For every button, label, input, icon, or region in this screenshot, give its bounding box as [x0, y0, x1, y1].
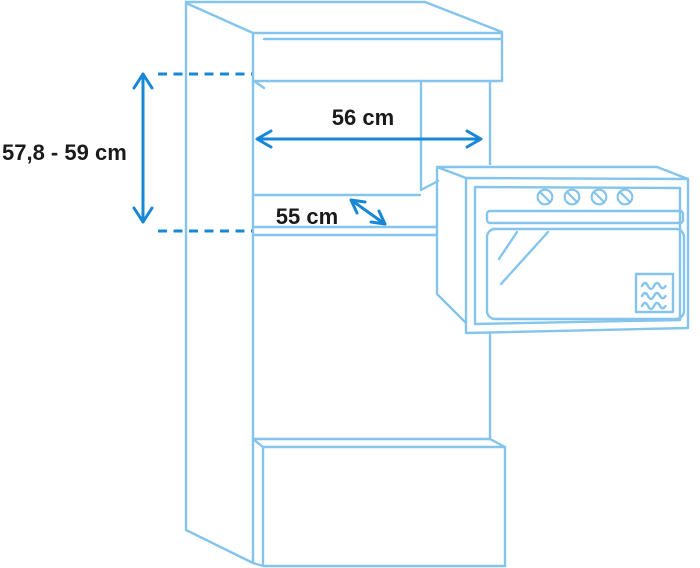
oven-front-frame [464, 176, 690, 335]
oven-knobs-icon [536, 188, 634, 206]
width-dimension-arrow [255, 129, 483, 149]
depth-dimension-arrow [349, 198, 387, 226]
cabinet-base-drawer [251, 437, 507, 568]
width-label: 56 cm [332, 105, 394, 130]
dimension-labels: 57,8 - 59 cm 56 cm 55 cm [2, 105, 394, 229]
oven-handle [485, 209, 685, 225]
height-extension-dashed-lines [158, 72, 252, 233]
depth-label: 55 cm [276, 204, 338, 229]
oven-door-reflection [497, 230, 550, 286]
oven-door [485, 227, 686, 321]
cabinet-shelf [253, 193, 439, 237]
oven-body-side [435, 165, 690, 325]
cabinet-right-frame [419, 79, 492, 441]
dimension-annotations [132, 72, 483, 233]
cabinet-outline [184, 0, 507, 568]
microwave-waves-icon [634, 272, 675, 314]
height-dimension-arrow [132, 72, 154, 224]
height-range-label: 57,8 - 59 cm [2, 140, 127, 165]
cabinet-side-panel [184, 1, 255, 565]
oven-illustration [435, 165, 690, 335]
cabinet-top-panel [184, 0, 504, 90]
